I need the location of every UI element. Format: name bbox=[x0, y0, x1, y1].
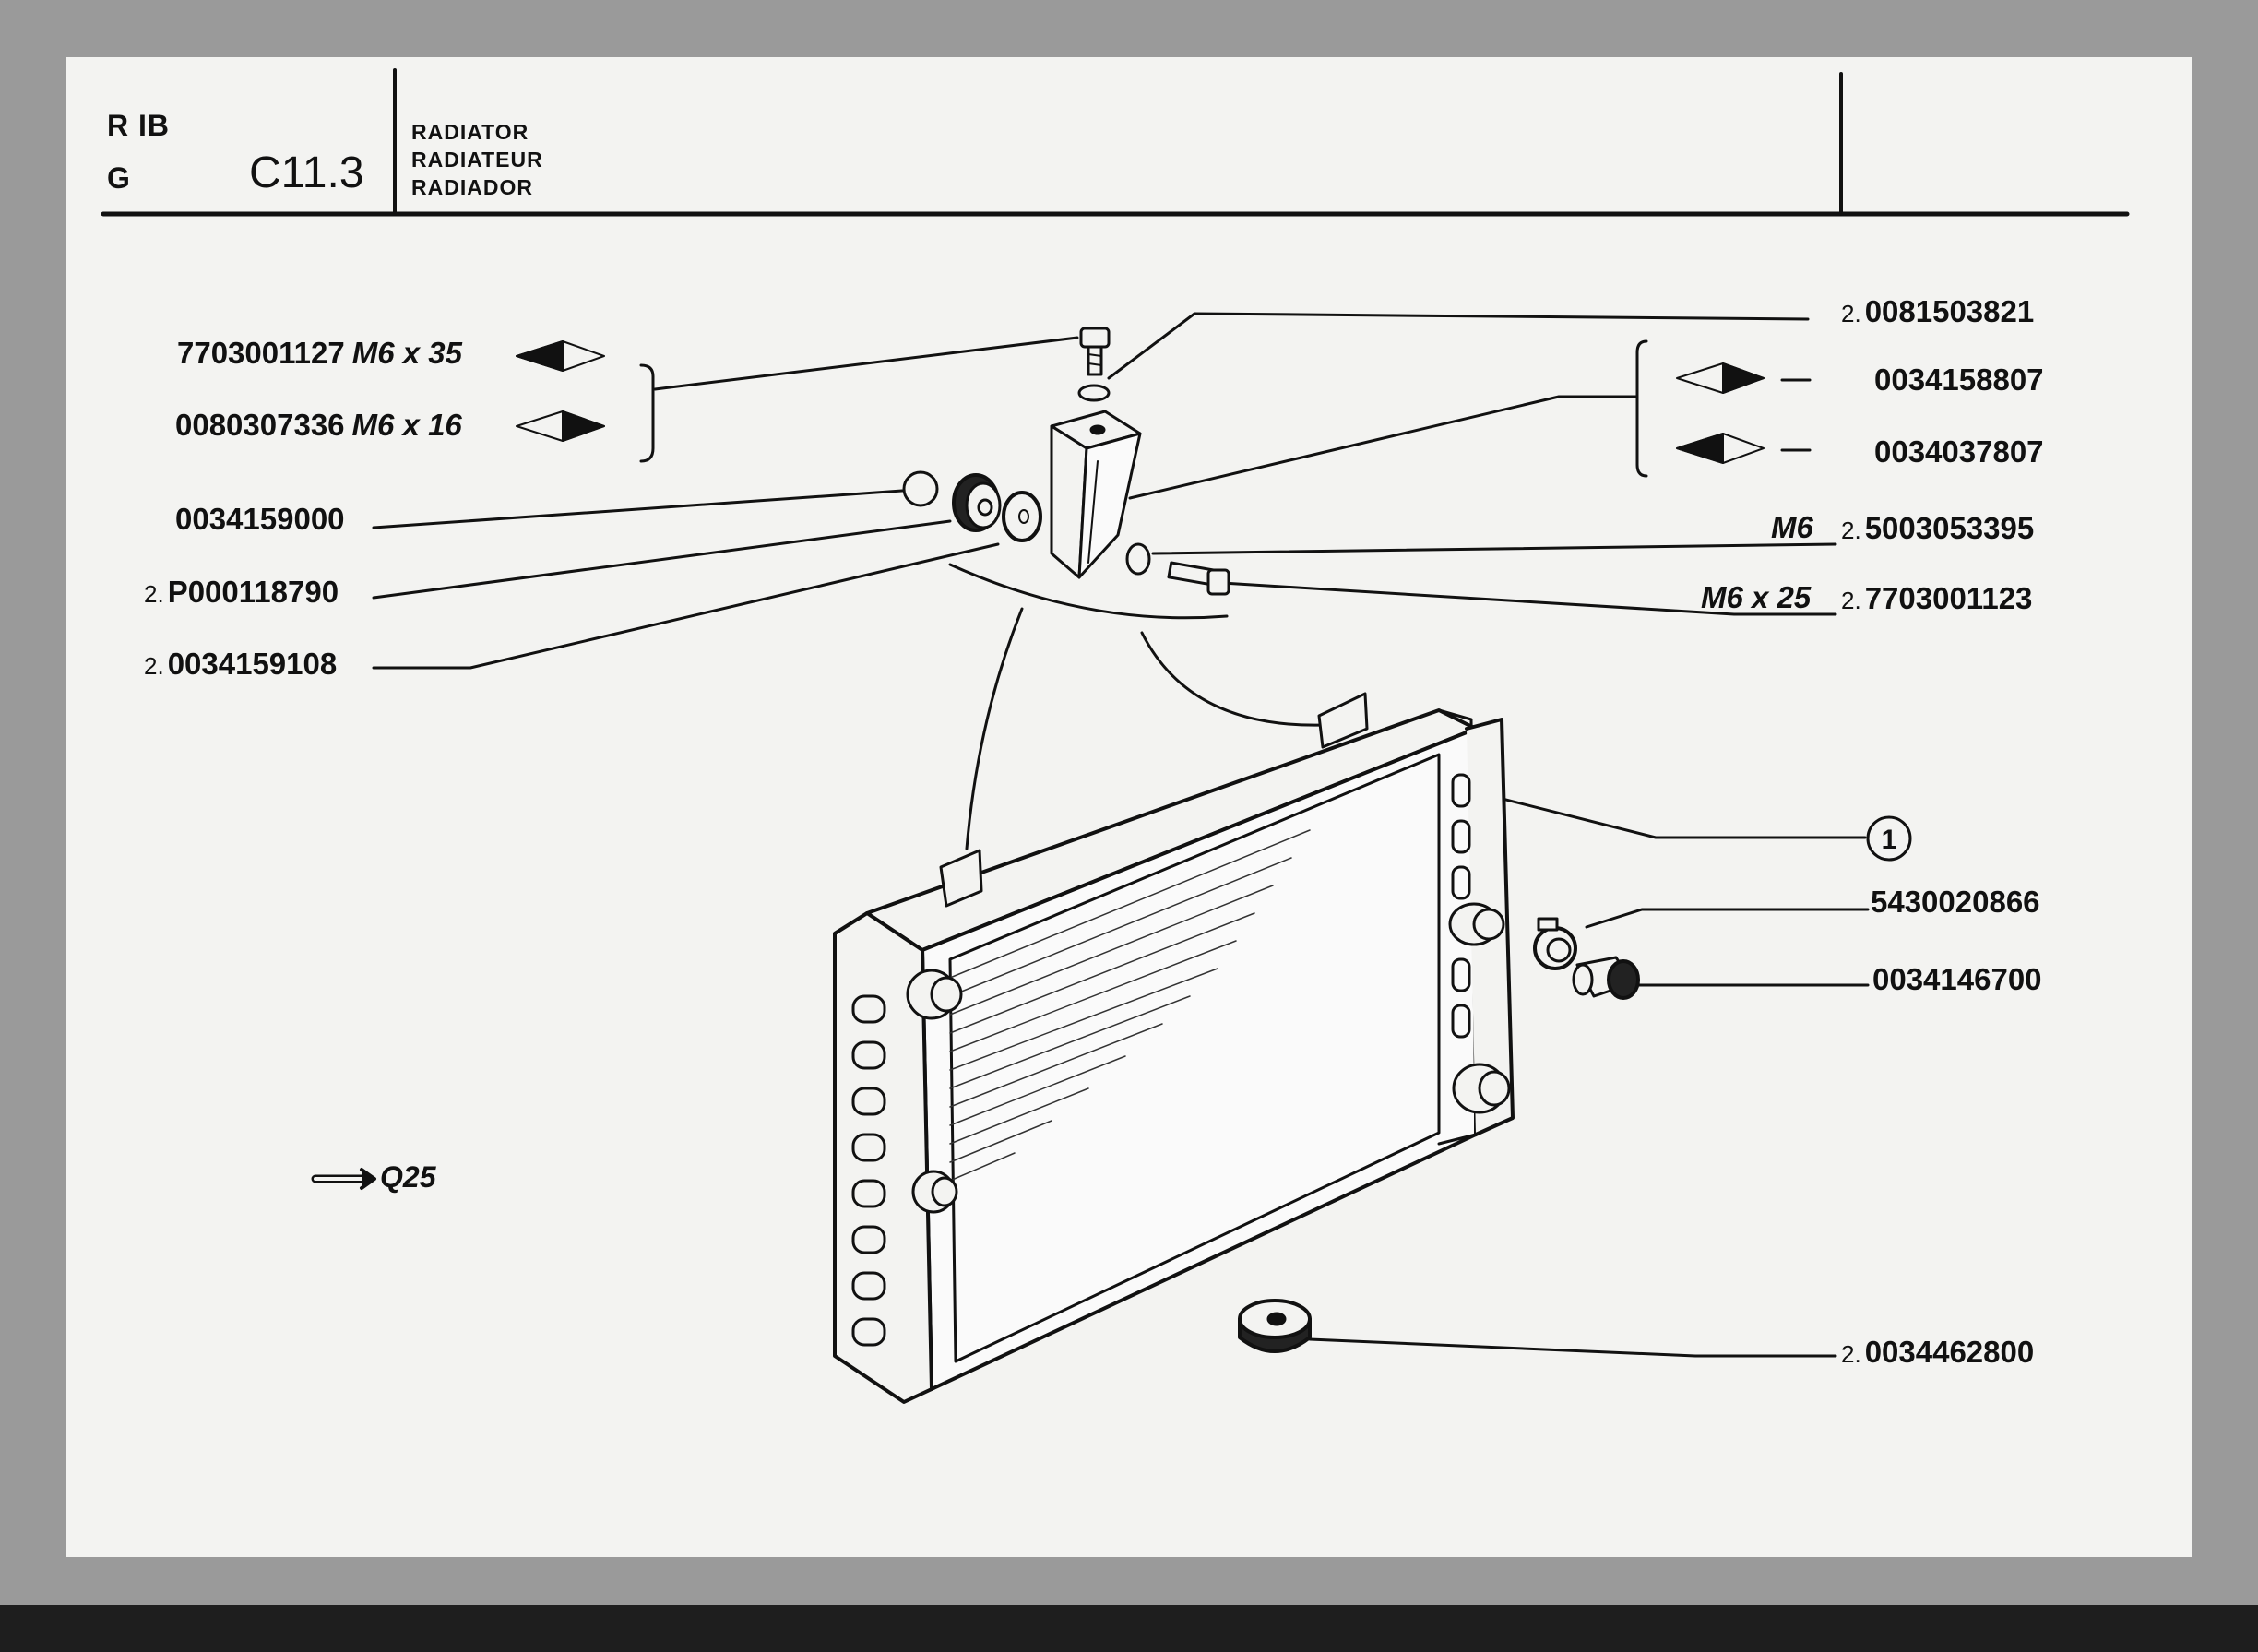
hose-clamp-icon bbox=[1533, 917, 1577, 970]
leader-7703001123 bbox=[1220, 581, 1837, 616]
part-label-5003053395: 2.5003053395 bbox=[1841, 511, 2035, 545]
leader-callout-1 bbox=[1479, 791, 1867, 839]
part-label-0081503821: 2.0081503821 bbox=[1841, 294, 2035, 328]
part-label-0034462800: 2.0034462800 bbox=[1841, 1335, 2035, 1369]
mounting-bracket-icon bbox=[1050, 410, 1142, 579]
rubber-foot-icon bbox=[1238, 1299, 1312, 1353]
cross-reference: Q25 bbox=[380, 1160, 436, 1194]
spec-m6: M6 bbox=[1771, 510, 1813, 544]
washer-top-icon bbox=[1077, 384, 1111, 402]
part-label-5430020866: 5430020866 bbox=[1871, 885, 2040, 919]
bolt-m6x25-icon bbox=[1167, 561, 1230, 596]
radiator-icon bbox=[833, 692, 1515, 1404]
part-label-0034159108: 2.0034159108 bbox=[144, 647, 338, 681]
arrow-right-icon bbox=[311, 1168, 376, 1190]
direction-marker-left-2 bbox=[516, 410, 605, 442]
title-es: RADIADOR bbox=[411, 175, 533, 199]
leader-P000118790 bbox=[372, 519, 952, 600]
bolt-m6x35-icon bbox=[1079, 327, 1111, 376]
direction-marker-right-1 bbox=[1676, 362, 1765, 394]
leader-bolt bbox=[653, 336, 1079, 391]
part-label-0034158807: 0034158807 bbox=[1874, 362, 2044, 397]
part-label-7703001123: 2.7703001123 bbox=[1841, 581, 2033, 615]
title-fr: RADIATEUR bbox=[411, 148, 543, 172]
title-en: RADIATOR bbox=[411, 120, 529, 144]
drain-plug-icon bbox=[1572, 956, 1640, 1000]
model-code-1: R IB bbox=[107, 109, 170, 142]
page-code: C11.3 bbox=[249, 149, 364, 197]
leader-5430020866 bbox=[1585, 908, 1870, 929]
part-label-0034037807: 0034037807 bbox=[1874, 434, 2044, 469]
leader-0034159000 bbox=[372, 489, 904, 529]
leader-bracket-right bbox=[1128, 395, 1639, 500]
washer-m6-icon bbox=[1125, 542, 1151, 576]
part-label-0034159000: 0034159000 bbox=[175, 502, 345, 536]
bracket-left bbox=[639, 363, 655, 463]
callout-1-circle bbox=[1866, 815, 1912, 862]
leader-0034159108 bbox=[372, 542, 1000, 670]
bracket-right bbox=[1635, 339, 1648, 478]
catalog-sheet bbox=[66, 57, 2192, 1557]
model-code-2: G bbox=[107, 161, 131, 195]
bushing-icon bbox=[902, 470, 1042, 542]
spec-m6x25: M6 x 25 bbox=[1701, 580, 1812, 614]
callout-1-number: 1 bbox=[1882, 825, 1897, 855]
part-label-0034146700: 0034146700 bbox=[1872, 962, 2042, 996]
part-label-P000118790: 2.P000118790 bbox=[144, 575, 339, 609]
direction-marker-left-1 bbox=[516, 340, 605, 372]
direction-marker-right-2 bbox=[1676, 433, 1765, 464]
leader-5003053395 bbox=[1151, 542, 1837, 555]
leader-0081503821 bbox=[1107, 312, 1810, 380]
leader-0034462800 bbox=[1308, 1337, 1837, 1358]
